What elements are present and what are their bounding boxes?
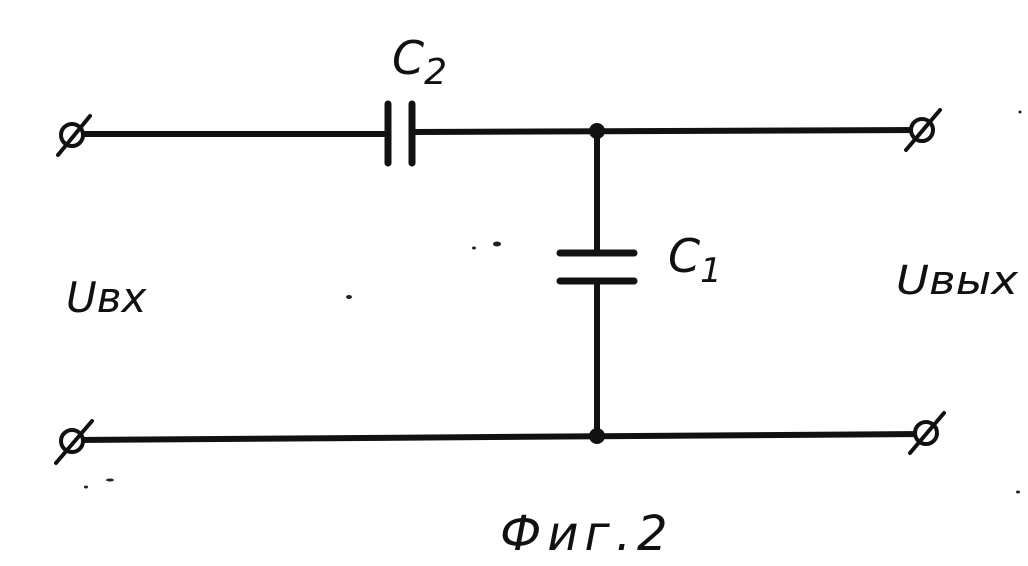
label-input-voltage: Uвх [66, 273, 147, 322]
figure-caption: Фиг.2 [500, 506, 674, 562]
label-c2: C2 [392, 31, 447, 93]
label-c1: C1 [668, 229, 722, 291]
label-c2-main: C [392, 31, 424, 85]
bottom-wire [71, 431, 925, 443]
label-output-voltage: Uвых [896, 258, 1018, 304]
label-c2-sub: 2 [424, 52, 447, 93]
label-c1-main: C [668, 229, 700, 283]
top-wire-right [411, 127, 925, 135]
label-c1-sub: 1 [700, 251, 722, 291]
junction-top [589, 123, 605, 139]
terminal-output-top [904, 108, 942, 152]
junction-bottom [589, 428, 605, 444]
terminal-output-bottom [908, 411, 946, 455]
capacitor-c2 [384, 100, 416, 167]
scan-specks [84, 110, 1022, 494]
terminal-input-top [56, 114, 92, 157]
capacitor-c1 [556, 249, 638, 285]
terminal-input-bottom [54, 419, 94, 465]
